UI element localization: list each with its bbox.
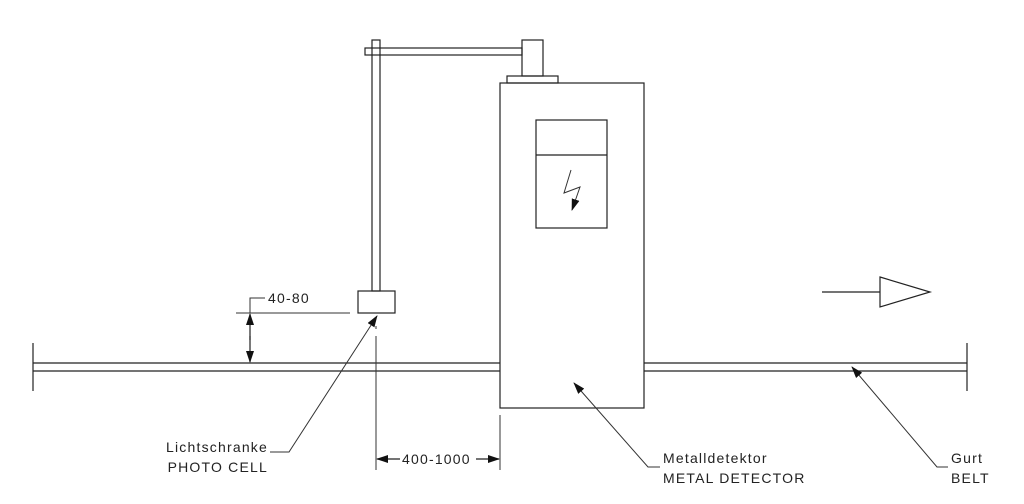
distance-dimension-label: 400-1000 (402, 451, 471, 467)
metal-detector-label-de: Metalldetektor (663, 450, 768, 466)
belt-label-en: BELT (951, 470, 990, 486)
flow-direction-arrow (822, 276, 933, 308)
metal-detector-callout: Metalldetektor METAL DETECTOR (573, 382, 806, 486)
photo-cell (357, 290, 396, 314)
metal-detector (499, 82, 645, 409)
photo-cell-stand (364, 39, 559, 292)
height-dimension-label: 40-80 (268, 290, 310, 306)
photo-cell-label-en: PHOTO CELL (168, 459, 268, 475)
height-dimension: 40-80 (236, 290, 350, 363)
distance-dimension: 400-1000 (375, 336, 501, 470)
belt-callout: Gurt BELT (851, 366, 990, 486)
conveyor-belt (32, 343, 968, 391)
belt-label-de: Gurt (951, 450, 983, 466)
lightning-icon (563, 169, 581, 211)
photo-cell-label-de: Lichtschranke (166, 439, 268, 455)
detector-window (535, 119, 608, 229)
metal-detector-label-en: METAL DETECTOR (663, 470, 806, 486)
photo-cell-callout: Lichtschranke PHOTO CELL (166, 315, 378, 475)
